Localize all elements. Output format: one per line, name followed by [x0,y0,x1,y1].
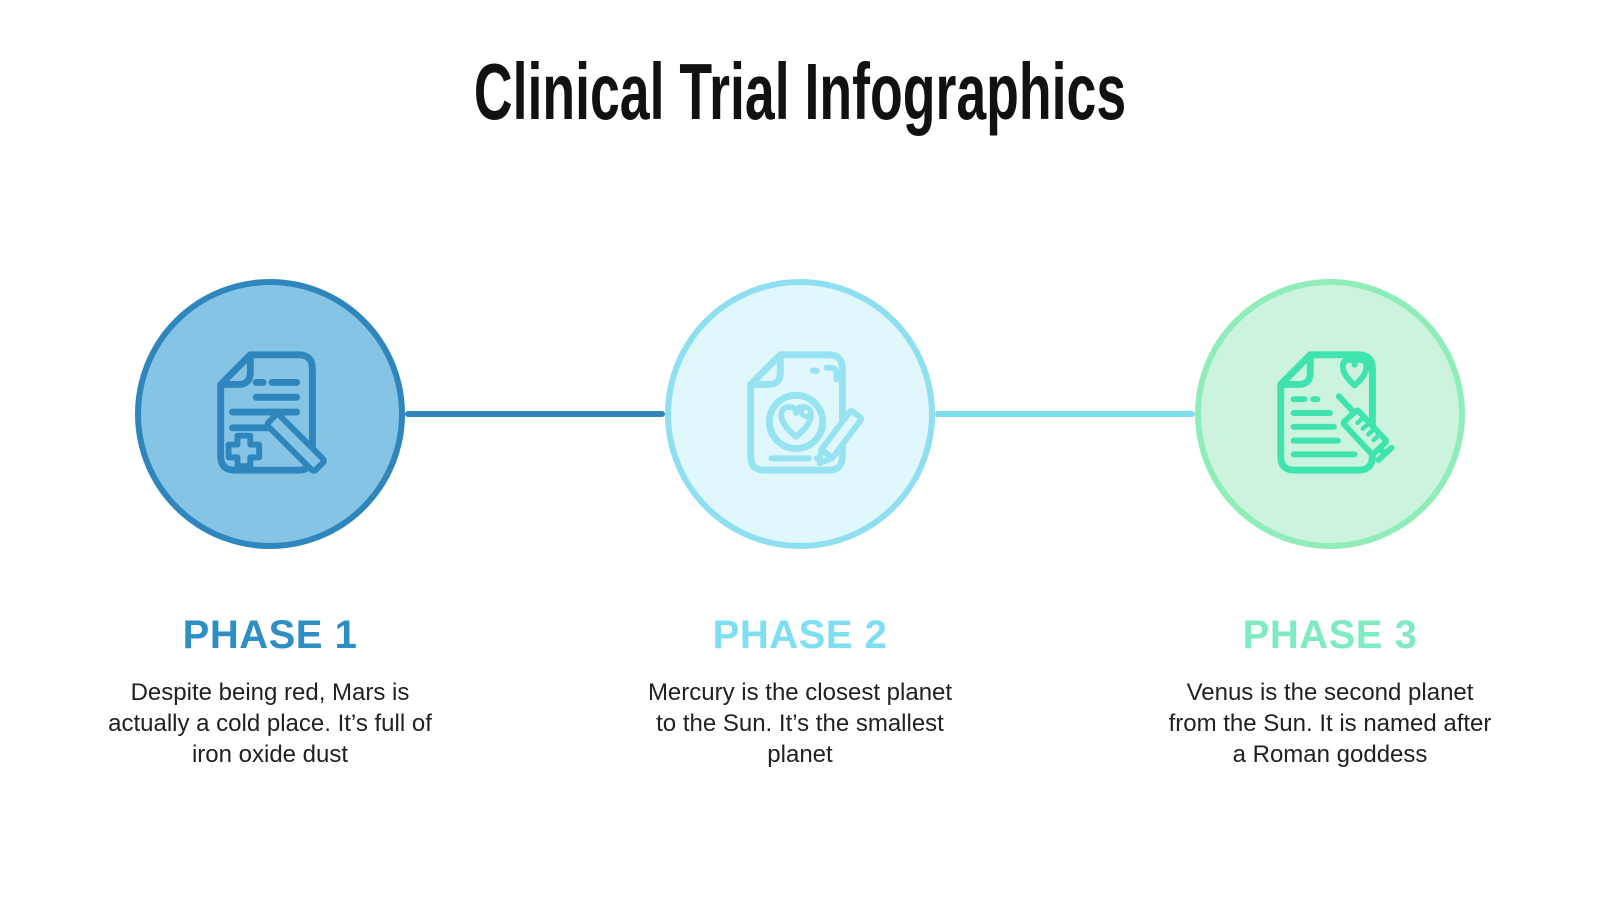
phase-1-label: PHASE 1 [182,613,358,657]
medical-record-syringe-icon [1277,351,1395,474]
phase-1-description: Despite being red, Mars is actually a co… [108,679,432,768]
phase-3-group: PHASE 3 Venus is the second planet from … [1120,279,1540,768]
phase-3-circle [1195,279,1465,549]
phase-2-label: PHASE 2 [712,613,888,657]
phase-2-description: Mercury is the closest planet to the Sun… [647,679,953,768]
consent-form-heart-pencil-icon [747,351,865,474]
phase-2-group: PHASE 2 Mercury is the closest planet to… [590,279,1010,768]
clinical-form-cross-pen-icon [217,351,327,474]
connector-line-1 [405,411,665,417]
phase-3-description: Venus is the second planet from the Sun.… [1168,679,1492,768]
page-title: Clinical Trial Infographics [473,47,1127,136]
phase-1-circle [135,279,405,549]
phase-3-label: PHASE 3 [1242,613,1418,657]
connector-line-2 [935,411,1195,417]
phase-2-circle [665,279,935,549]
phase-1-group: PHASE 1 Despite being red, Mars is actua… [60,279,480,768]
